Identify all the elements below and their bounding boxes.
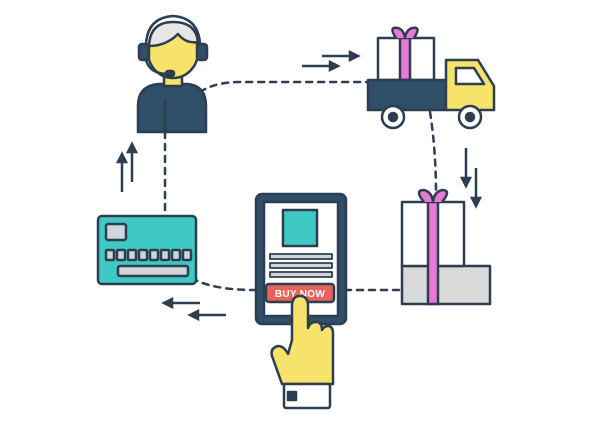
gift-parcel-icon	[400, 188, 492, 306]
delivery-truck-icon	[366, 26, 496, 130]
arrow-up-icon	[115, 141, 139, 192]
support-agent-icon	[136, 14, 209, 134]
pointing-hand-icon	[270, 294, 335, 410]
buy-now-label: BUY NOW	[275, 289, 326, 300]
credit-card-icon	[96, 214, 198, 286]
arrow-right-icon	[302, 49, 361, 73]
arrow-down-icon	[459, 148, 483, 209]
arrow-left-icon	[161, 296, 226, 322]
